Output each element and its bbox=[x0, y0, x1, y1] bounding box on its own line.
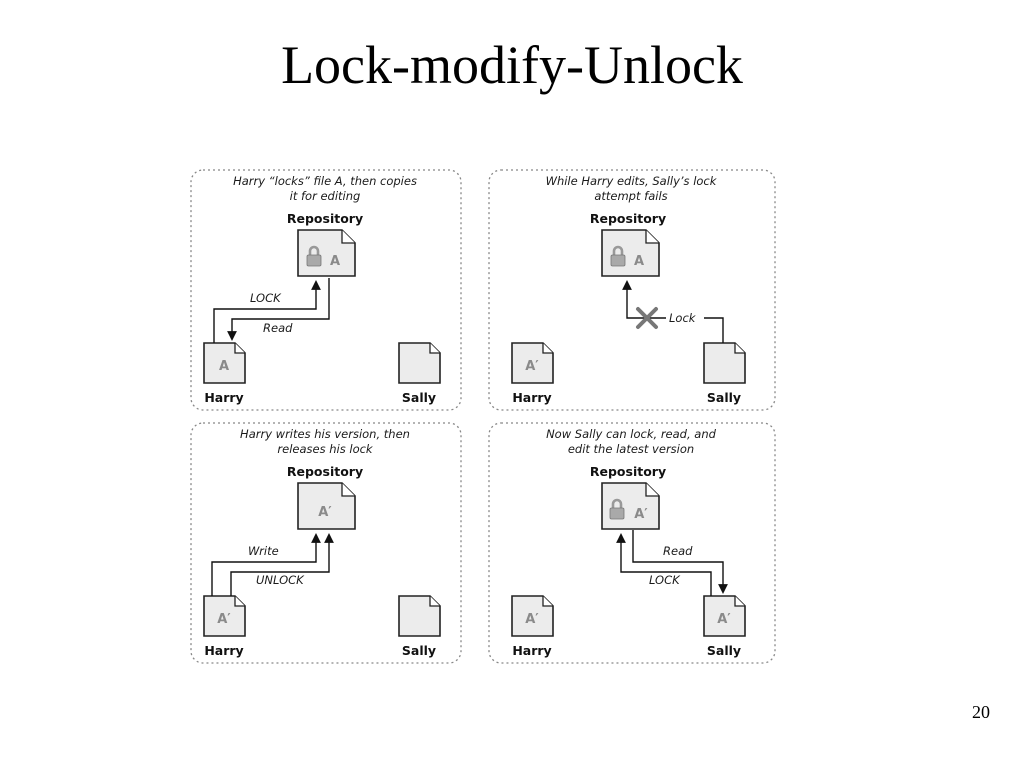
sally-label: Sally bbox=[707, 390, 741, 405]
repository-label: Repository bbox=[287, 211, 363, 226]
harry-document-icon: A′ bbox=[203, 595, 246, 637]
lock-attempt-label: Lock bbox=[669, 311, 697, 325]
panel-caption-line1: Now Sally can lock, read, and bbox=[546, 427, 717, 441]
read-arrow-label: Read bbox=[663, 544, 693, 558]
unlock-arrow bbox=[230, 533, 334, 596]
harry-label: Harry bbox=[204, 390, 243, 405]
harry-file-label: A bbox=[219, 359, 229, 374]
lock-arrow-label: LOCK bbox=[250, 291, 282, 305]
harry-label: Harry bbox=[204, 643, 243, 658]
repository-label: Repository bbox=[590, 211, 666, 226]
harry-document-icon: A bbox=[203, 342, 246, 384]
panel-caption-line2: attempt fails bbox=[594, 189, 667, 203]
repository-file-label: A′ bbox=[634, 507, 648, 522]
panel-caption-line1: Harry “locks” file A, then copies bbox=[233, 174, 417, 188]
harry-document-icon: A′ bbox=[511, 342, 554, 384]
sally-file-label: A′ bbox=[717, 612, 731, 627]
panel-caption-line2: releases his lock bbox=[277, 442, 374, 456]
harry-file-label: A′ bbox=[525, 359, 539, 374]
harry-label: Harry bbox=[512, 643, 551, 658]
panel-caption-line2: it for editing bbox=[290, 189, 361, 203]
repository-label: Repository bbox=[590, 464, 666, 479]
panel-sally-locks: Now Sally can lock, read, and edit the l… bbox=[488, 422, 776, 664]
write-arrow bbox=[211, 533, 321, 596]
repository-document-icon: A′ bbox=[297, 482, 356, 530]
x-mark-icon bbox=[636, 307, 658, 329]
page-number: 20 bbox=[972, 702, 990, 722]
repository-label: Repository bbox=[287, 464, 363, 479]
unlock-arrow-label: UNLOCK bbox=[256, 573, 305, 587]
panel-harry-writes: Harry writes his version, then releases … bbox=[190, 422, 462, 664]
repository-document-icon: A bbox=[601, 229, 660, 277]
sally-document-icon: A′ bbox=[703, 595, 746, 637]
lock-arrow bbox=[213, 280, 321, 343]
lock-arrow-label: LOCK bbox=[649, 573, 681, 587]
sally-label: Sally bbox=[402, 390, 436, 405]
panel-sally-lock-fails: While Harry edits, Sally’s lock attempt … bbox=[488, 169, 776, 411]
sally-document-icon bbox=[398, 595, 441, 637]
repository-file-label: A′ bbox=[318, 505, 332, 520]
sally-label: Sally bbox=[402, 643, 436, 658]
read-arrow bbox=[632, 530, 728, 594]
lock-arrow bbox=[616, 533, 712, 596]
panel-border bbox=[488, 169, 776, 411]
harry-document-icon: A′ bbox=[511, 595, 554, 637]
panel-caption-line1: While Harry edits, Sally’s lock bbox=[546, 174, 718, 188]
read-arrow bbox=[227, 278, 330, 341]
panel-caption-line1: Harry writes his version, then bbox=[240, 427, 410, 441]
harry-file-label: A′ bbox=[525, 612, 539, 627]
repository-file-label: A bbox=[634, 254, 644, 269]
panel-harry-locks: Harry “locks” file A, then copies it for… bbox=[190, 169, 462, 411]
sally-document-icon bbox=[703, 342, 746, 384]
harry-file-label: A′ bbox=[217, 612, 231, 627]
harry-label: Harry bbox=[512, 390, 551, 405]
sally-document-icon bbox=[398, 342, 441, 384]
read-arrow-label: Read bbox=[263, 321, 293, 335]
slide-title: Lock-modify-Unlock bbox=[281, 35, 743, 95]
sally-label: Sally bbox=[707, 643, 741, 658]
write-arrow-label: Write bbox=[248, 544, 279, 558]
panel-border bbox=[488, 422, 776, 664]
repository-file-label: A bbox=[330, 254, 340, 269]
lock-attempt-arrow bbox=[627, 282, 724, 343]
panel-caption-line2: edit the latest version bbox=[568, 442, 694, 456]
repository-document-icon: A bbox=[297, 229, 356, 277]
repository-document-icon: A′ bbox=[601, 482, 660, 530]
